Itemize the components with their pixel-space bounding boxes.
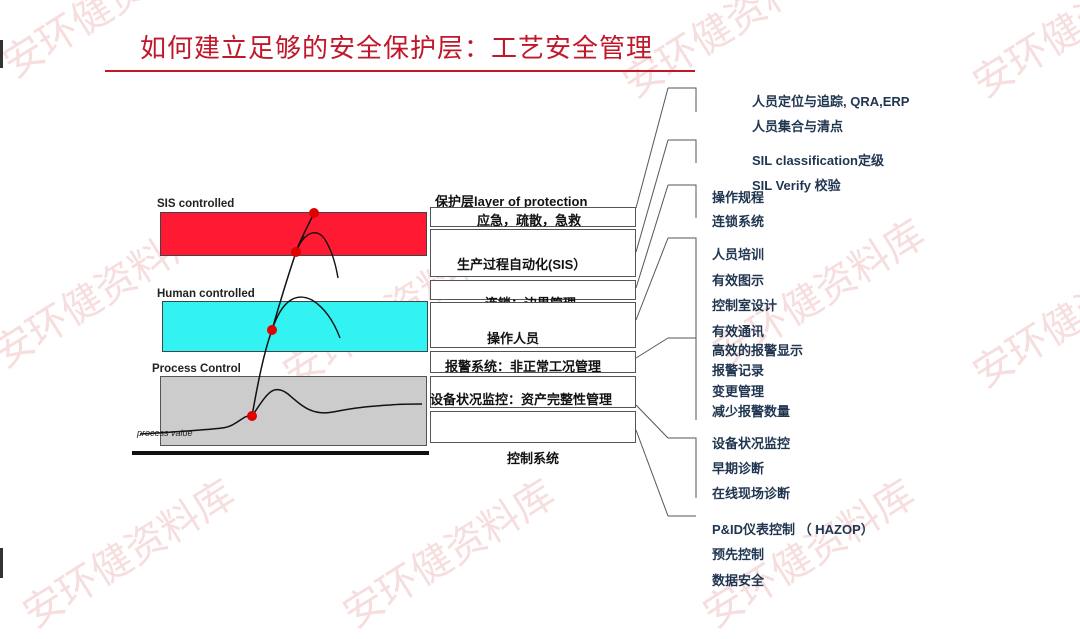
- note-bracket: [668, 87, 697, 112]
- connector-diagram: [139, 87, 697, 517]
- note-bracket: [668, 337, 697, 420]
- layer-box-control: [430, 411, 636, 443]
- note-sis: SIL Verify 校验: [752, 178, 841, 193]
- layer-box-equipment: [430, 376, 636, 408]
- note-control: 预先控制: [712, 547, 765, 562]
- slide-edge-mark: [0, 40, 3, 68]
- layer-box-alarm: [430, 351, 636, 373]
- note-alarm: 减少报警数量: [712, 404, 791, 419]
- layers-header: 保护层layer of protection: [435, 194, 588, 209]
- connector-line: [635, 87, 669, 209]
- note-alarm: 高效的报警显示: [712, 343, 804, 358]
- human-intervention-point: [267, 325, 277, 335]
- note-alarm: 报警记录: [712, 363, 765, 378]
- note-emergency: 人员集合与清点: [752, 119, 844, 134]
- note-alarm: 变更管理: [712, 384, 765, 399]
- note-operator: 控制室设计: [712, 298, 778, 313]
- note-bracket: [668, 184, 697, 218]
- connector-line: [635, 429, 669, 517]
- sis-trip-point: [291, 247, 301, 257]
- sis-intervention-curve: [295, 232, 339, 279]
- human-band: [162, 301, 428, 352]
- note-interlock: 操作规程: [712, 190, 765, 205]
- layer-box-interlock: [430, 280, 636, 300]
- layer-box-sis: [430, 229, 636, 277]
- connector-line: [635, 237, 669, 321]
- layer-label-equipment: 设备状况监控：资产完整性管理: [430, 390, 630, 410]
- human-intervention-curve: [271, 296, 341, 339]
- note-operator: 有效图示: [712, 273, 765, 288]
- process-value-curve: [139, 388, 423, 435]
- note-bracket: [668, 237, 697, 338]
- note-emergency: 人员定位与追踪, QRA,ERP: [752, 94, 910, 109]
- layer-box-emergency: [430, 207, 636, 227]
- layer-label-operator: 操作人员: [487, 331, 540, 346]
- note-equipment: 早期诊断: [712, 461, 765, 476]
- layer-label-equipment-text: 设备状况监控：资产完整性管理: [430, 392, 613, 407]
- process-deviation-point: [247, 411, 257, 421]
- connector-line: [635, 337, 669, 359]
- note-bracket: [668, 139, 697, 163]
- sis-band: [160, 212, 427, 256]
- diagram-baseline: [132, 451, 429, 455]
- escalation-curve: [251, 212, 315, 417]
- sis-trip-point: [309, 208, 319, 218]
- note-operator: 有效通讯: [712, 324, 765, 339]
- note-control: P&ID仪表控制 （ HAZOP）: [712, 522, 874, 537]
- note-sis: SIL classification定级: [752, 153, 884, 168]
- connector-line: [635, 139, 669, 253]
- process-control-panel: [160, 376, 427, 446]
- slide-title: 如何建立足够的安全保护层：工艺安全管理: [140, 33, 654, 63]
- slide-edge-mark: [0, 548, 3, 578]
- layer-label-emergency: 应急，疏散，急救: [477, 213, 582, 228]
- note-equipment: 在线现场诊断: [712, 486, 791, 501]
- connector-line: [635, 184, 669, 289]
- note-operator: 人员培训: [712, 247, 765, 262]
- process-control-label: Process Control: [152, 363, 241, 375]
- note-control: 数据安全: [712, 573, 765, 588]
- layer-box-operator: [430, 302, 636, 348]
- layer-label-control: 控制系统: [507, 451, 560, 466]
- connector-line: [635, 404, 669, 439]
- note-interlock: 连锁系统: [712, 214, 765, 229]
- layer-label-alarm: 报警系统：非正常工况管理: [445, 359, 602, 374]
- layer-label-sis: 生产过程自动化(SIS）: [457, 257, 587, 272]
- note-equipment: 设备状况监控: [712, 436, 791, 451]
- note-bracket: [668, 437, 697, 498]
- human-controlled-label: Human controlled: [157, 288, 255, 300]
- sis-controlled-label: SIS controlled: [157, 198, 235, 210]
- title-underline: [105, 70, 695, 72]
